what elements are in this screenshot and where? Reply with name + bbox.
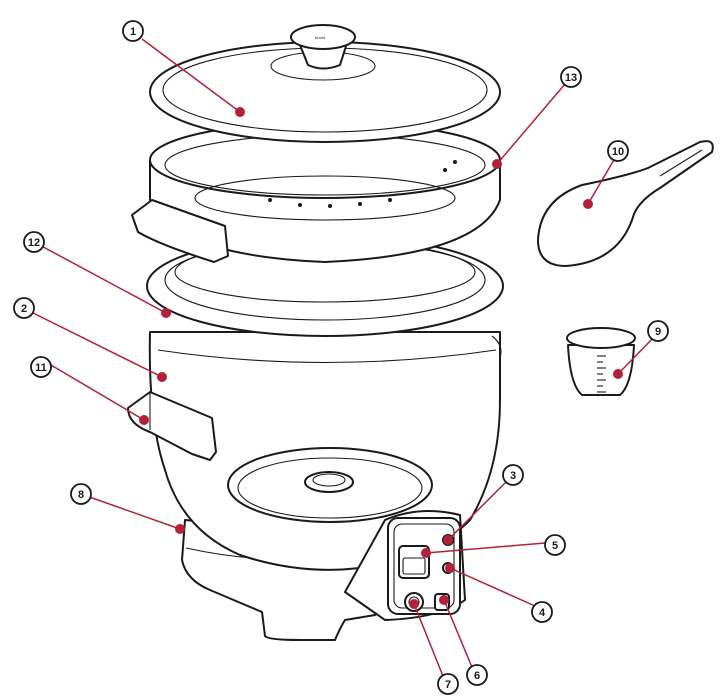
svg-text:3: 3 xyxy=(510,470,516,482)
callout-8: 8 xyxy=(70,483,92,505)
steamer-basket xyxy=(131,121,501,263)
svg-text:1: 1 xyxy=(130,26,136,38)
callout-4: 4 xyxy=(531,601,553,623)
svg-text:6: 6 xyxy=(474,670,480,682)
callout-7: 7 xyxy=(437,673,459,695)
control-panel xyxy=(344,510,466,621)
svg-text:8: 8 xyxy=(78,489,84,501)
svg-text:5: 5 xyxy=(552,540,558,552)
svg-text:4: 4 xyxy=(539,607,546,619)
measuring-cup xyxy=(566,327,636,396)
callout-12: 12 xyxy=(23,231,45,253)
callout-5: 5 xyxy=(544,534,566,556)
svg-text:brand: brand xyxy=(315,35,325,40)
svg-text:7: 7 xyxy=(445,679,451,691)
callout-1: 1 xyxy=(122,20,144,42)
cooker-body xyxy=(148,331,502,571)
leader-lines xyxy=(26,38,659,682)
measuring-scale xyxy=(597,355,606,393)
callout-badges: 1 2 3 4 5 6 7 8 xyxy=(13,20,669,695)
svg-text:9: 9 xyxy=(655,326,661,338)
callout-13: 13 xyxy=(560,66,582,88)
callout-3: 3 xyxy=(502,464,524,486)
callout-9: 9 xyxy=(647,320,669,342)
body-handle xyxy=(127,391,217,461)
callout-2: 2 xyxy=(13,297,35,319)
svg-text:11: 11 xyxy=(35,362,47,374)
callout-11: 11 xyxy=(30,356,52,378)
lid: brand xyxy=(149,24,501,143)
svg-text:2: 2 xyxy=(21,303,27,315)
callout-6: 6 xyxy=(466,664,488,686)
svg-text:12: 12 xyxy=(28,237,40,249)
rice-paddle xyxy=(537,140,714,267)
steam-holes xyxy=(268,160,457,208)
callout-10: 10 xyxy=(607,140,629,162)
svg-text:10: 10 xyxy=(612,146,624,158)
svg-text:13: 13 xyxy=(565,72,577,84)
